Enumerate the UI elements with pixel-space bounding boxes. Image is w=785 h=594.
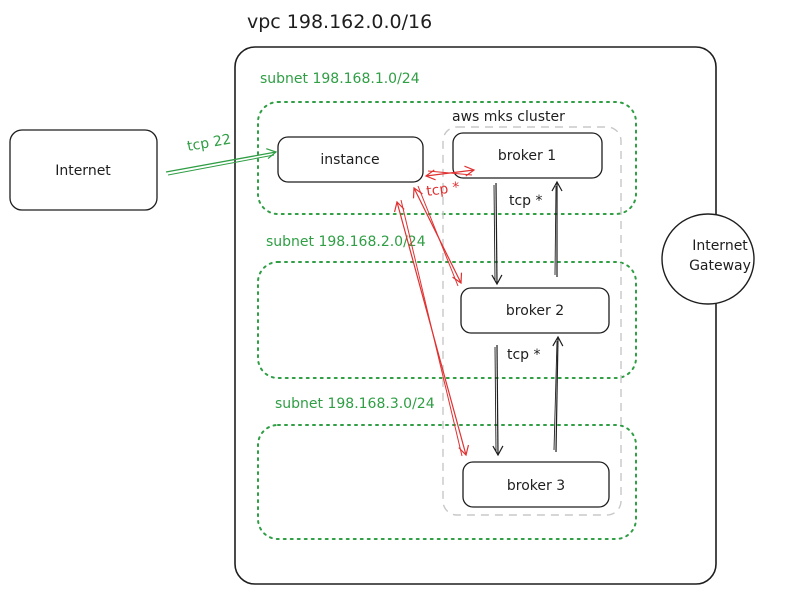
edge-label-broker2-broker3: tcp * (507, 347, 541, 363)
mks-cluster (442, 126, 622, 516)
edge-label-broker1-broker2: tcp * (509, 193, 543, 209)
broker-1-label: broker 1 (498, 148, 556, 164)
edge-broker2-to-broker3 (492, 344, 504, 457)
instance-label: instance (320, 152, 379, 168)
internet-box[interactable] (9, 129, 158, 211)
edge-instance-broker1-sketch (427, 170, 473, 176)
edge-label-tcp-22: tcp 22 (186, 131, 232, 154)
broker-3-label: broker 3 (507, 478, 565, 494)
instance-box[interactable] (277, 136, 424, 183)
edge-broker2-to-broker1-sketch (554, 185, 557, 276)
gateway-label-line1: Internet (692, 238, 748, 254)
edge-broker3-to-broker2-sketch (553, 340, 558, 451)
edge-broker1-to-broker2 (491, 182, 503, 286)
edge-broker3-to-broker2 (552, 335, 564, 453)
subnet-1-label: subnet 198.168.1.0/24 (260, 71, 420, 87)
edge-instance-broker3-sketch (400, 199, 463, 457)
broker-3-box[interactable] (462, 461, 610, 508)
subnet-3-label: subnet 198.168.3.0/24 (275, 396, 435, 412)
internet-label: Internet (55, 163, 111, 179)
edge-internet-to-instance (165, 148, 278, 173)
gateway-label-line2: Gateway (689, 258, 751, 274)
cluster-label: aws mks cluster (452, 109, 565, 125)
vpc-title: vpc 198.162.0.0/16 (247, 11, 432, 33)
edge-broker1-to-broker2-sketch (493, 184, 496, 281)
vpc-container (234, 46, 717, 585)
edge-label-red-tcp: tcp * (425, 179, 460, 200)
broker-2-label: broker 2 (506, 303, 564, 319)
internet-gateway-circle[interactable] (661, 213, 755, 305)
edge-internet-to-instance-sketch (167, 154, 275, 176)
edge-broker2-to-broker3-sketch (494, 346, 497, 452)
broker-1-box[interactable] (452, 132, 603, 179)
subnet-2-label: subnet 198.168.2.0/24 (266, 234, 426, 250)
